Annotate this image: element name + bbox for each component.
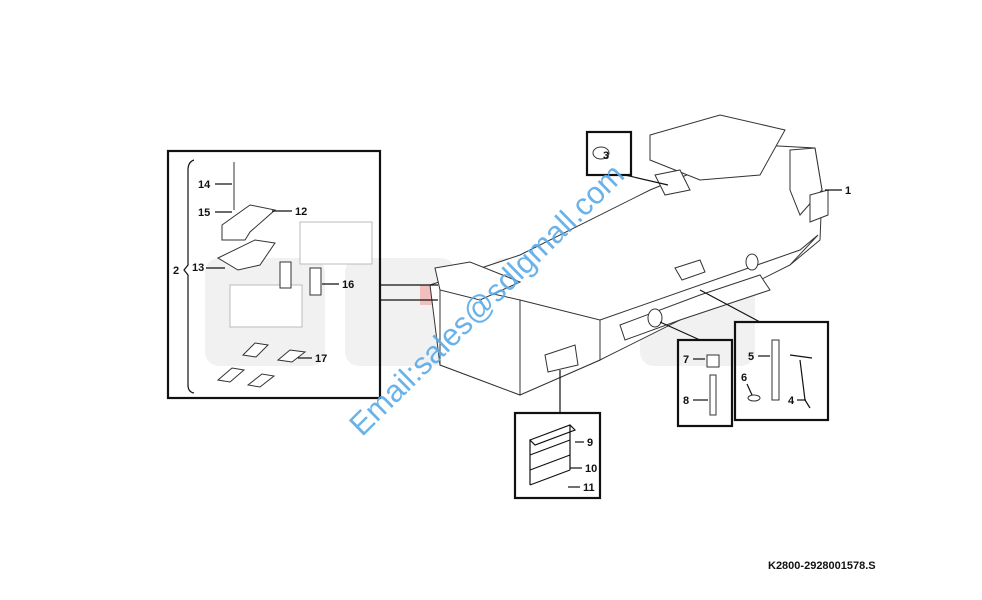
callout-7: 7 <box>683 354 689 366</box>
callout-17: 17 <box>315 353 327 365</box>
callout-13: 13 <box>192 262 204 274</box>
battery-detail-box <box>166 149 438 400</box>
callout-3: 3 <box>603 150 609 162</box>
callout-1: 1 <box>845 185 851 197</box>
callout-9: 9 <box>587 437 593 449</box>
grommet-part <box>592 146 610 160</box>
detail-box-4-5-6 <box>733 320 830 422</box>
bushing-part <box>706 354 720 368</box>
callout-10: 10 <box>585 463 597 475</box>
counterweight-main <box>429 114 829 396</box>
detail-box-3 <box>585 130 633 177</box>
callout-12: 12 <box>295 206 307 218</box>
grille-part <box>528 424 577 486</box>
callout-16: 16 <box>342 279 354 291</box>
tube-part <box>771 339 780 401</box>
callout-15: 15 <box>198 207 210 219</box>
callout-6: 6 <box>741 372 747 384</box>
callout-5: 5 <box>748 351 754 363</box>
callout-8: 8 <box>683 395 689 407</box>
callout-2: 2 <box>173 265 179 277</box>
callout-14: 14 <box>198 179 211 191</box>
drawing-code: K2800-2928001578.S <box>768 560 876 572</box>
callout-11: 11 <box>583 482 595 494</box>
detail-box-7-8 <box>676 338 734 428</box>
detail-box-9-10-11 <box>513 411 602 500</box>
callout-4: 4 <box>788 395 795 407</box>
pin-part <box>709 374 717 416</box>
